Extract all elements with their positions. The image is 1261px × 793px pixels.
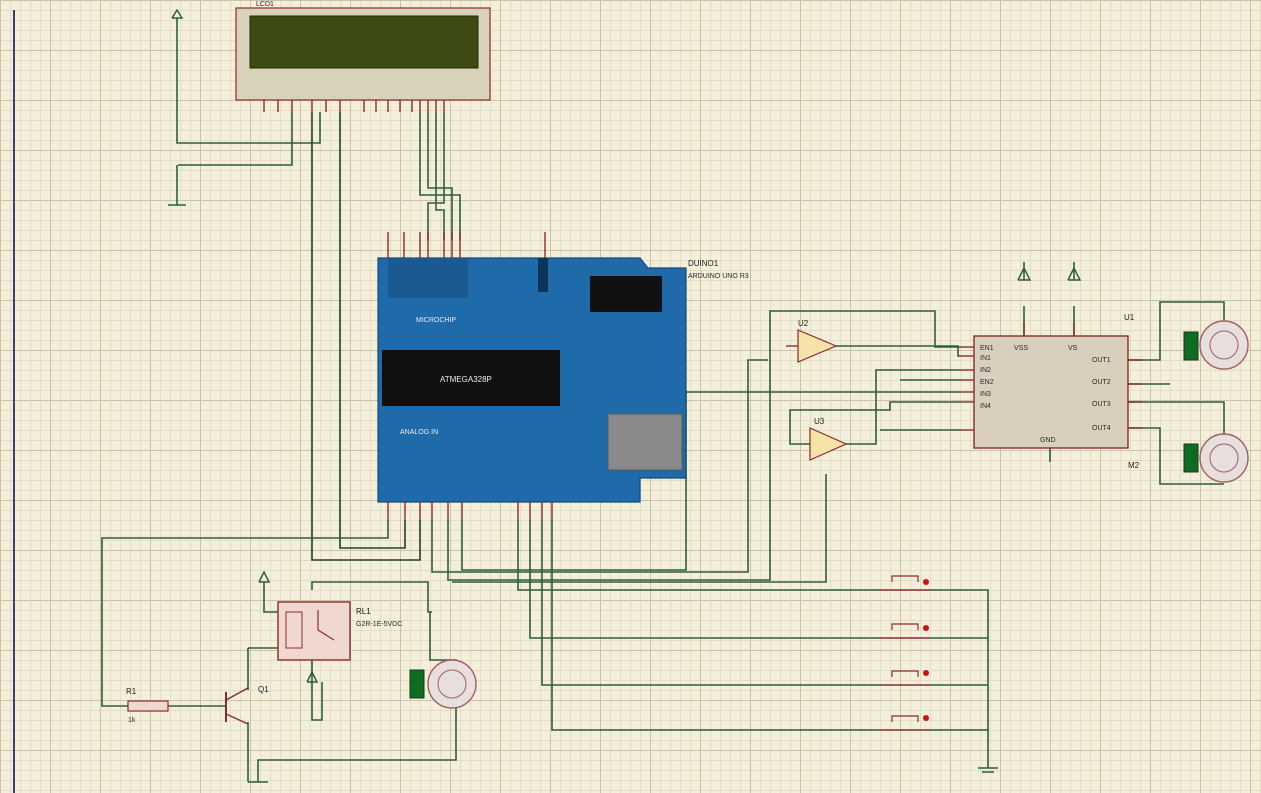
transistor[interactable]: Q1 bbox=[225, 685, 269, 725]
motor-indicator bbox=[1183, 443, 1199, 473]
motor-indicator bbox=[409, 669, 425, 699]
power-terminal-icon bbox=[171, 8, 184, 19]
dc-motor-relay[interactable] bbox=[409, 659, 477, 709]
driver-pin-left: IN3 bbox=[980, 391, 991, 398]
motor-icon bbox=[1199, 433, 1249, 483]
driver-pin-left: EN1 bbox=[980, 345, 994, 352]
push-button-4[interactable] bbox=[880, 715, 930, 731]
motor-driver-ic[interactable]: U1 VSS VS GND EN1 IN1 IN2 EN2 IN3 IN4 OU… bbox=[960, 313, 1142, 449]
button-indicator bbox=[923, 579, 929, 585]
motor-ref: M2 bbox=[1128, 461, 1140, 470]
buffer-u3[interactable]: U3 bbox=[809, 417, 848, 461]
arduino-value: ARDUINO UNO R3 bbox=[688, 273, 749, 280]
driver-pin-vss: VSS bbox=[1014, 345, 1028, 352]
arduino-board[interactable]: ATMEGA328P MICROCHIP ANALOG IN bbox=[377, 232, 749, 520]
power-terminal-icon bbox=[1017, 266, 1032, 281]
wire-net bbox=[101, 18, 1225, 782]
dc-motor-top-right[interactable] bbox=[1183, 320, 1249, 370]
buffer-u3-ref: U3 bbox=[814, 417, 825, 426]
board-label: MICROCHIP bbox=[416, 317, 456, 324]
bottom-header bbox=[387, 502, 553, 520]
microcontroller-chip bbox=[382, 350, 560, 406]
driver-pin-right: OUT4 bbox=[1092, 425, 1111, 432]
power-terminal-icon bbox=[258, 570, 271, 583]
power-terminal-icon bbox=[306, 670, 319, 683]
push-button-2[interactable] bbox=[880, 623, 930, 639]
motor-icon bbox=[427, 659, 477, 709]
resistor[interactable]: R1 1k bbox=[126, 687, 169, 724]
buffer-triangle-icon bbox=[809, 427, 848, 461]
driver-pin-left: IN1 bbox=[980, 355, 991, 362]
power-jack bbox=[590, 276, 662, 312]
power-terminal-icon bbox=[1067, 266, 1082, 281]
button-icon bbox=[891, 623, 919, 630]
driver-pin-gnd: GND bbox=[1040, 437, 1056, 444]
button-indicator bbox=[923, 715, 929, 721]
lcd-screen bbox=[249, 15, 479, 69]
button-indicator bbox=[923, 670, 929, 676]
dc-motor-bottom-right[interactable]: M2 bbox=[1128, 433, 1249, 483]
usb-connector bbox=[607, 413, 683, 471]
icsp-header bbox=[538, 258, 548, 292]
driver-pins bbox=[960, 322, 1142, 431]
relay-switch-icon bbox=[317, 610, 335, 641]
driver-pin-left: EN2 bbox=[980, 379, 994, 386]
chip-label: ATMEGA328P bbox=[440, 375, 492, 384]
driver-pin-vs: VS bbox=[1068, 345, 1078, 352]
lcd-display[interactable]: LCD1 bbox=[235, 1, 491, 112]
motor-icon bbox=[1199, 320, 1249, 370]
push-button-3[interactable] bbox=[880, 670, 930, 686]
relay-coil-icon bbox=[285, 611, 303, 649]
ground-icon bbox=[978, 767, 998, 773]
driver-pin-left: IN4 bbox=[980, 403, 991, 410]
resistor-body bbox=[127, 700, 169, 712]
buffer-triangle-icon bbox=[797, 329, 838, 363]
button-icon bbox=[891, 670, 919, 677]
button-icon bbox=[891, 715, 919, 722]
resistor-value: 1k bbox=[128, 717, 136, 724]
driver-body bbox=[973, 335, 1129, 449]
lcd-pins bbox=[263, 100, 445, 112]
resistor-ref: R1 bbox=[126, 687, 137, 696]
driver-pin-right: OUT3 bbox=[1092, 401, 1111, 408]
button-icon bbox=[891, 575, 919, 582]
driver-ref: U1 bbox=[1124, 313, 1135, 322]
buffer-u2-ref: U2 bbox=[798, 319, 809, 328]
motor-indicator bbox=[1183, 331, 1199, 361]
transistor-ref: Q1 bbox=[258, 685, 269, 694]
arduino-ref: DUINO1 bbox=[688, 259, 719, 268]
driver-pin-right: OUT2 bbox=[1092, 379, 1111, 386]
push-button-1[interactable] bbox=[880, 575, 930, 591]
buffer-u2[interactable]: U2 bbox=[786, 319, 838, 363]
analog-label: ANALOG IN bbox=[400, 429, 438, 436]
relay-body bbox=[277, 601, 351, 661]
driver-pin-left: IN2 bbox=[980, 367, 991, 374]
lcd-ref: LCD1 bbox=[256, 1, 274, 8]
relay-ref: RL1 bbox=[356, 607, 371, 616]
digital-header bbox=[387, 232, 546, 298]
relay-value: G2R-1E-5VDC bbox=[356, 621, 402, 628]
driver-pin-right: OUT1 bbox=[1092, 357, 1111, 364]
power-symbols bbox=[168, 8, 1082, 783]
relay[interactable]: RL1 G2R-1E-5VDC bbox=[277, 601, 402, 661]
button-indicator bbox=[923, 625, 929, 631]
